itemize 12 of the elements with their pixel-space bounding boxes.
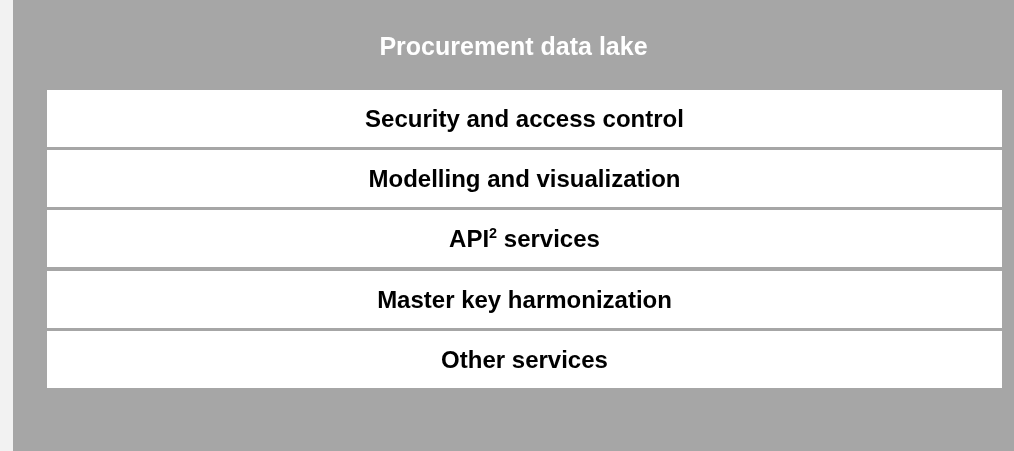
layer-band	[47, 90, 1002, 147]
container-panel	[13, 0, 1014, 451]
layer-band	[47, 271, 1002, 328]
layer-label: Master key harmonization	[377, 285, 672, 314]
layer-label: Other services	[441, 345, 608, 374]
layer-label: Security and access control	[365, 104, 684, 133]
layer-label: Modelling and visualization	[368, 164, 681, 193]
layer-label: API$^{2}$ services	[449, 224, 600, 253]
layer-band	[47, 150, 1002, 207]
panel-title: Procurement data lake	[379, 32, 648, 60]
layer-band	[47, 210, 1002, 267]
layer-band	[47, 331, 1002, 388]
